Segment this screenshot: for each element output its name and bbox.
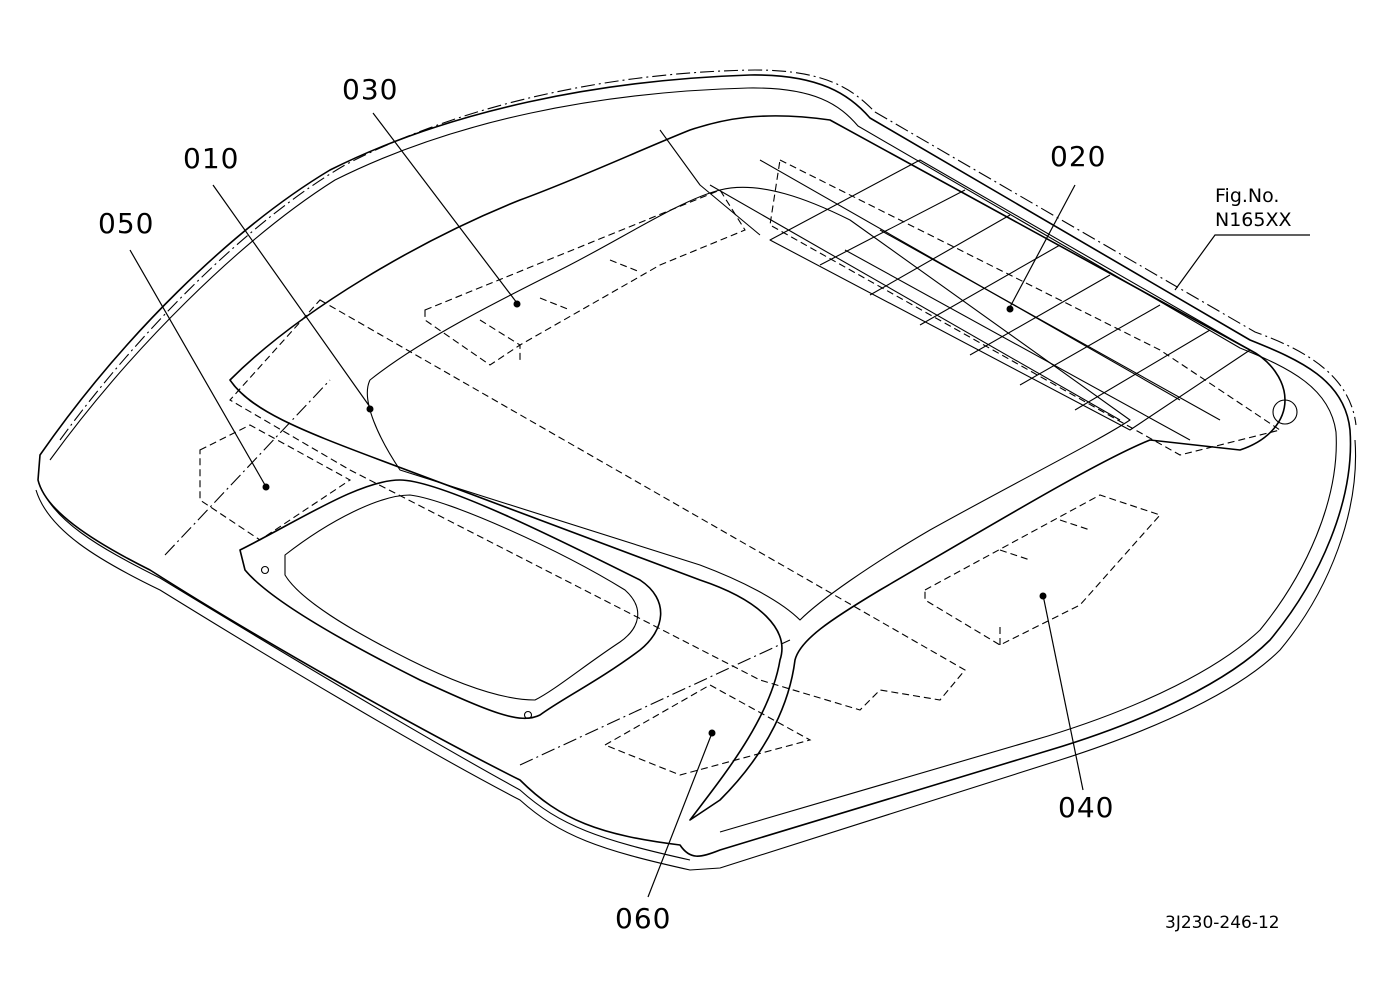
leader-dots [262, 300, 1047, 737]
leader-050 [129, 249, 266, 486]
leader-030 [372, 112, 518, 304]
dot-050 [262, 483, 270, 491]
dot-030 [513, 300, 521, 308]
dot-010 [366, 405, 374, 413]
callout-060: 060 [615, 902, 672, 935]
callout-010: 010 [183, 142, 240, 175]
leader-lines [129, 112, 1310, 898]
dot-060 [708, 729, 716, 737]
callout-020: 020 [1050, 140, 1107, 173]
callout-030: 030 [342, 73, 399, 106]
drawing-number: 3J230-246-12 [1165, 913, 1280, 933]
leader-040 [1042, 594, 1084, 791]
leader-020 [1009, 184, 1076, 308]
callout-040: 040 [1058, 791, 1115, 824]
figure-number: N165XX [1215, 208, 1292, 231]
grid-panel [769, 159, 1298, 441]
hood-window-opening [239, 479, 662, 720]
dot-040 [1039, 592, 1047, 600]
figure-label: Fig.No. [1215, 185, 1280, 207]
dot-020 [1006, 305, 1014, 313]
hood-outer-shell [35, 69, 1357, 871]
leader-060 [647, 732, 713, 898]
insulation-pads [199, 159, 1282, 776]
callout-050: 050 [98, 207, 155, 240]
figure-reference: Fig.No. N165XX [1215, 185, 1292, 233]
leader-010 [212, 184, 371, 408]
leader-fig [1174, 234, 1310, 291]
